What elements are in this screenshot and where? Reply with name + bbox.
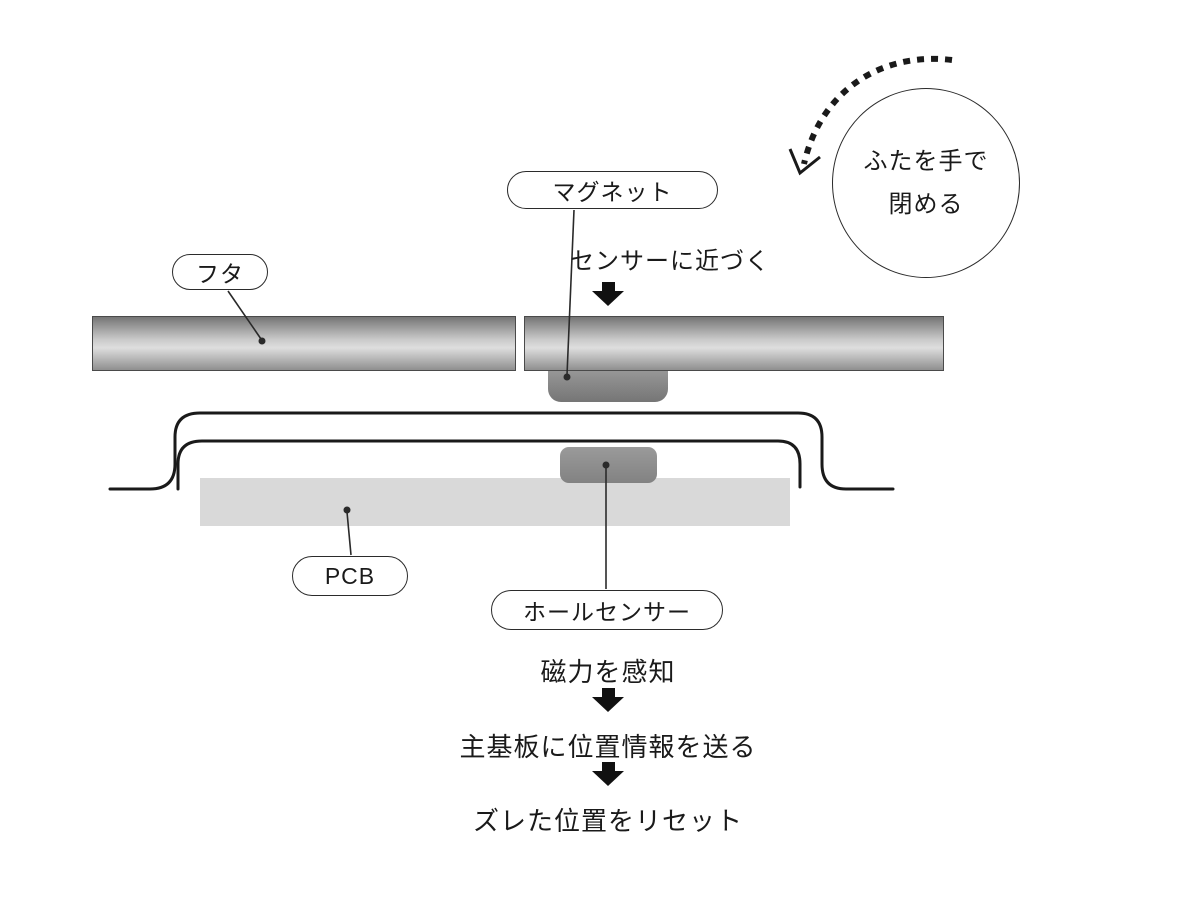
- flow-step-detect-magnetism: 磁力を感知: [540, 657, 676, 687]
- down-arrow-icon: [592, 282, 624, 306]
- lid-label-pill: フタ: [172, 254, 268, 290]
- flow-step-send-position: 主基板に位置情報を送る: [459, 732, 757, 762]
- down-arrow-head: [592, 697, 624, 712]
- hall-sensor-label: ホールセンサー: [523, 599, 691, 625]
- down-arrow-stem: [601, 282, 615, 291]
- lid-label: フタ: [196, 261, 244, 287]
- hand-motion-arrowhead-icon: [788, 148, 821, 176]
- close-lid-note-circle: ふたを手で 閉める: [832, 88, 1020, 278]
- down-arrow-stem: [601, 762, 615, 771]
- down-arrow-icon: [592, 762, 624, 786]
- close-lid-note-line1: ふたを手で: [863, 147, 989, 175]
- magnet-label-pill: マグネット: [507, 171, 718, 209]
- close-lid-note-line2: 閉める: [888, 191, 964, 218]
- flow-step-reset-position: ズレた位置をリセット: [472, 806, 744, 836]
- pcb-label: PCB: [324, 562, 376, 589]
- lid-right-bar: [524, 316, 944, 371]
- approach-sensor-text: センサーに近づく: [570, 248, 770, 275]
- down-arrow-stem: [601, 688, 615, 697]
- down-arrow-head: [592, 771, 624, 786]
- magnet-label: マグネット: [552, 179, 673, 205]
- down-arrow-head: [592, 291, 624, 306]
- pcb-label-pill: PCB: [292, 556, 408, 596]
- down-arrow-icon: [592, 688, 624, 712]
- pcb-board-shape: [200, 478, 790, 526]
- lid-left-bar: [92, 316, 516, 371]
- hall-sensor-label-pill: ホールセンサー: [491, 590, 723, 630]
- hall-sensor-shape: [560, 447, 657, 483]
